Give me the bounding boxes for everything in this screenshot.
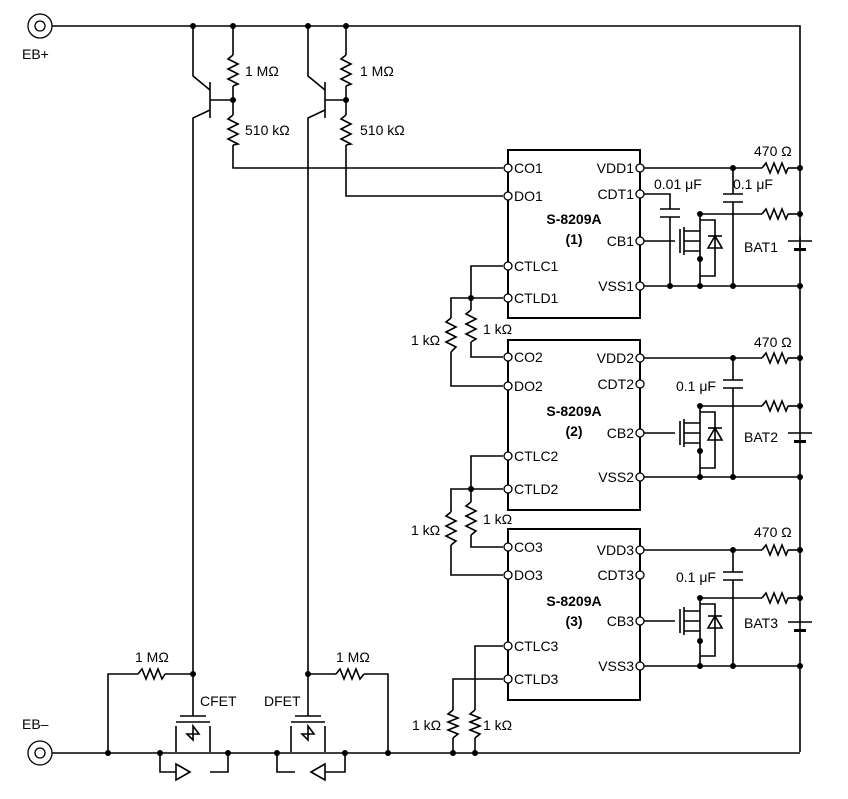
label-1mohm-left: 1 MΩ bbox=[245, 63, 279, 79]
label-cdt-cap: 0.01 μF bbox=[654, 176, 702, 192]
resistor-1kohm-f bbox=[467, 709, 483, 739]
ic-1: CO1 DO1 CTLC1 CTLD1 VDD1 CDT1 CB1 VSS1 S… bbox=[503, 149, 645, 319]
label-dfet-gate-r: 1 MΩ bbox=[336, 649, 370, 665]
resistor-510kohm-right bbox=[339, 114, 354, 146]
pin-ctld2: CTLD2 bbox=[514, 481, 559, 497]
label-470ohm-3: 470 Ω bbox=[754, 524, 792, 540]
pin-do2: DO2 bbox=[514, 378, 543, 394]
batteries bbox=[788, 240, 812, 632]
resistor-cb1 bbox=[761, 206, 789, 222]
ic-2-name: S-8209A bbox=[546, 403, 601, 419]
pin-cdt1: CDT1 bbox=[597, 186, 634, 202]
label-bat1: BAT1 bbox=[744, 239, 778, 255]
pin-cdt3: CDT3 bbox=[597, 567, 634, 583]
ic-2-index: (2) bbox=[565, 423, 582, 439]
pin-co3: CO3 bbox=[514, 539, 543, 555]
label-470ohm-1: 470 Ω bbox=[754, 143, 792, 159]
resistor-470ohm-2 bbox=[761, 350, 789, 366]
pin-co1: CO1 bbox=[514, 160, 543, 176]
resistor-470ohm-1 bbox=[761, 160, 789, 176]
eb-minus-label: EB– bbox=[22, 716, 49, 732]
resistor-510kohm-left bbox=[226, 114, 241, 146]
label-vdd-cap-2: 0.1 μF bbox=[676, 378, 716, 394]
resistor-1kohm-b bbox=[464, 309, 478, 343]
resistor-1kohm-a bbox=[444, 317, 458, 353]
label-cfet: CFET bbox=[200, 693, 237, 709]
cfet-symbol bbox=[159, 715, 229, 782]
resistors bbox=[137, 54, 789, 739]
pin-vdd3: VDD3 bbox=[597, 542, 635, 558]
resistor-1mohm-right bbox=[339, 54, 353, 87]
label-1mohm-right: 1 MΩ bbox=[360, 63, 394, 79]
pin-cdt2: CDT2 bbox=[597, 376, 634, 392]
resistor-1mohm-left bbox=[226, 54, 240, 87]
resistor-470ohm-3 bbox=[761, 542, 789, 558]
resistor-dfet-gate bbox=[335, 666, 365, 682]
ic-3-index: (3) bbox=[565, 613, 582, 629]
eb-minus-terminal bbox=[27, 740, 53, 766]
resistor-1kohm-c bbox=[444, 511, 458, 546]
label-1k-c: 1 kΩ bbox=[411, 522, 440, 538]
label-dfet: DFET bbox=[264, 693, 301, 709]
pin-vss2: VSS2 bbox=[598, 469, 634, 485]
pin-cb2: CB2 bbox=[607, 425, 634, 441]
resistor-1kohm-d bbox=[464, 501, 478, 536]
label-510kohm-left: 510 kΩ bbox=[245, 122, 290, 138]
label-1k-a: 1 kΩ bbox=[411, 332, 440, 348]
component-labels: 1 MΩ 510 kΩ 1 MΩ 510 kΩ 470 Ω 0.01 μF 0.… bbox=[135, 63, 792, 733]
wires bbox=[52, 25, 801, 754]
pin-ctld1: CTLD1 bbox=[514, 290, 559, 306]
eb-plus-terminal bbox=[27, 13, 53, 39]
resistor-cb2 bbox=[761, 398, 789, 414]
pin-cb1: CB1 bbox=[607, 233, 634, 249]
pin-vss3: VSS3 bbox=[598, 658, 634, 674]
ic-1-name: S-8209A bbox=[546, 211, 601, 227]
label-vdd-cap-3: 0.1 μF bbox=[676, 569, 716, 585]
label-1k-d: 1 kΩ bbox=[483, 511, 512, 527]
ic-3: CO3 DO3 CTLC3 CTLD3 VDD3 CDT3 CB3 VSS3 S… bbox=[503, 528, 645, 701]
pin-do3: DO3 bbox=[514, 567, 543, 583]
label-vdd-cap-1: 0.1 μF bbox=[733, 176, 773, 192]
pin-vdd2: VDD2 bbox=[597, 350, 635, 366]
ic-2: CO2 DO2 CTLC2 CTLD2 VDD2 CDT2 CB2 VSS2 S… bbox=[503, 339, 645, 511]
resistor-cb3 bbox=[761, 590, 789, 606]
dfet-symbol bbox=[276, 715, 346, 782]
label-cfet-gate-r: 1 MΩ bbox=[135, 649, 169, 665]
label-1k-e: 1 kΩ bbox=[412, 717, 441, 733]
pin-ctlc2: CTLC2 bbox=[514, 448, 559, 464]
balance-fets bbox=[679, 214, 724, 666]
label-bat3: BAT3 bbox=[744, 615, 778, 631]
pin-ctld3: CTLD3 bbox=[514, 671, 559, 687]
eb-plus-label: EB+ bbox=[22, 46, 49, 62]
junction-dots bbox=[105, 23, 803, 756]
resistor-1kohm-e bbox=[445, 709, 461, 739]
pin-vdd1: VDD1 bbox=[597, 160, 635, 176]
pin-do1: DO1 bbox=[514, 188, 543, 204]
pin-cb3: CB3 bbox=[607, 613, 634, 629]
ic-3-name: S-8209A bbox=[546, 593, 601, 609]
label-510kohm-right: 510 kΩ bbox=[360, 122, 405, 138]
pin-ctlc1: CTLC1 bbox=[514, 258, 559, 274]
pin-vss1: VSS1 bbox=[598, 278, 634, 294]
label-1k-b: 1 kΩ bbox=[483, 321, 512, 337]
label-470ohm-2: 470 Ω bbox=[754, 334, 792, 350]
ic-1-index: (1) bbox=[565, 231, 582, 247]
label-bat2: BAT2 bbox=[744, 429, 778, 445]
capacitors bbox=[660, 193, 743, 581]
pin-co2: CO2 bbox=[514, 349, 543, 365]
label-1k-f: 1 kΩ bbox=[483, 717, 512, 733]
resistor-cfet-gate bbox=[137, 666, 166, 682]
pin-ctlc3: CTLC3 bbox=[514, 638, 559, 654]
